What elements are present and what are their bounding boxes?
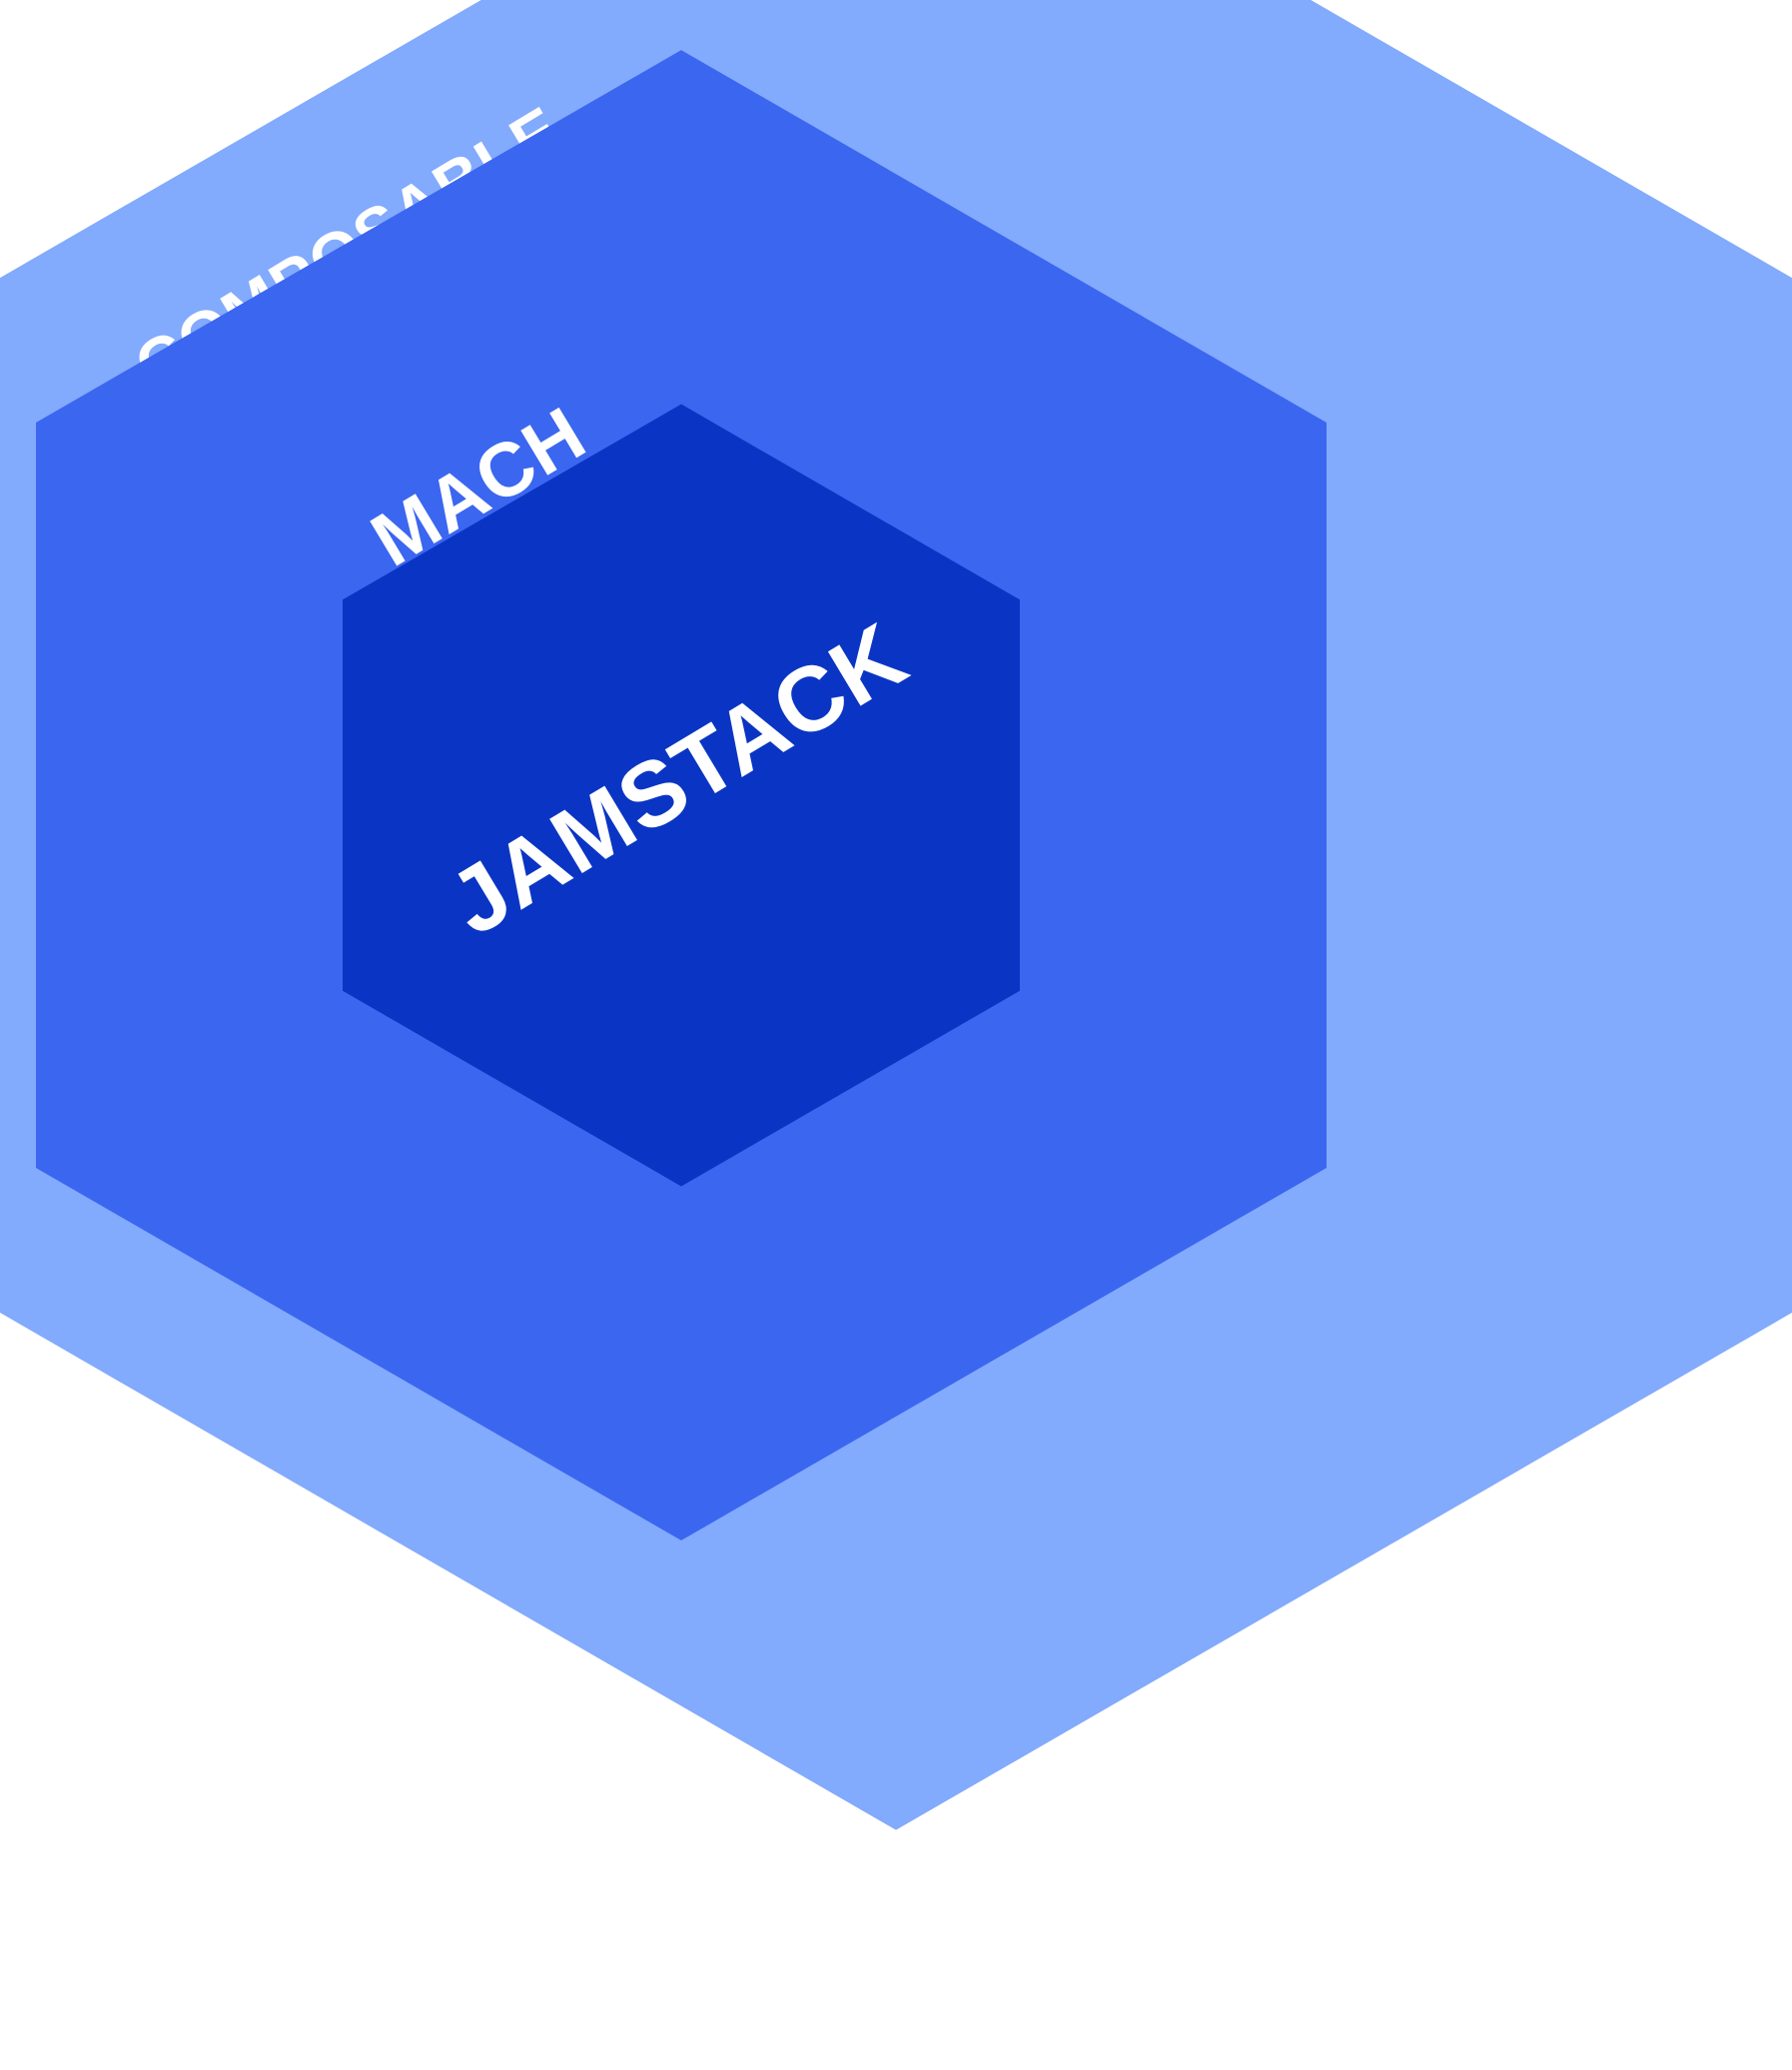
jamstack-hexagon-shape[interactable] xyxy=(343,404,1020,1187)
hex-layer-jamstack[interactable]: JAMSTACK xyxy=(343,404,1020,1187)
